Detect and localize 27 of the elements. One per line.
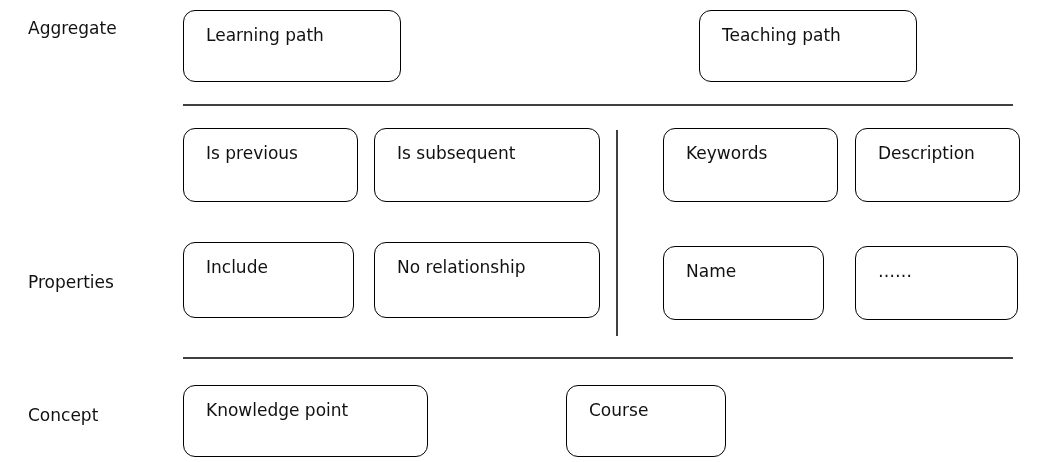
box-label: Name [686, 261, 738, 281]
rounded-box [855, 246, 1018, 320]
box-label: Is subsequent [397, 143, 517, 163]
box-label: Is previous [206, 143, 299, 163]
rounded-box [183, 242, 354, 318]
row-label: Aggregate [28, 18, 117, 38]
rounded-box [374, 242, 600, 318]
box-label: Include [206, 257, 269, 277]
box-label: Description [878, 143, 976, 163]
rounded-box [855, 128, 1020, 202]
rounded-box [699, 10, 917, 82]
box-label: Teaching path [722, 25, 842, 45]
box-label: No relationship [397, 257, 527, 277]
box-label: Course [589, 400, 650, 420]
rounded-box [183, 10, 401, 82]
box-label: Keywords [686, 143, 769, 163]
rounded-box [183, 385, 428, 457]
row-label: Properties [28, 272, 114, 292]
rounded-box [374, 128, 600, 202]
box-label: Learning path [206, 25, 325, 45]
rounded-box [663, 246, 824, 320]
rounded-box [663, 128, 838, 202]
box-label: …… [878, 261, 913, 281]
row-label: Concept [28, 405, 99, 425]
rounded-box [183, 128, 358, 202]
rounded-box [566, 385, 726, 457]
box-label: Knowledge point [206, 400, 350, 420]
